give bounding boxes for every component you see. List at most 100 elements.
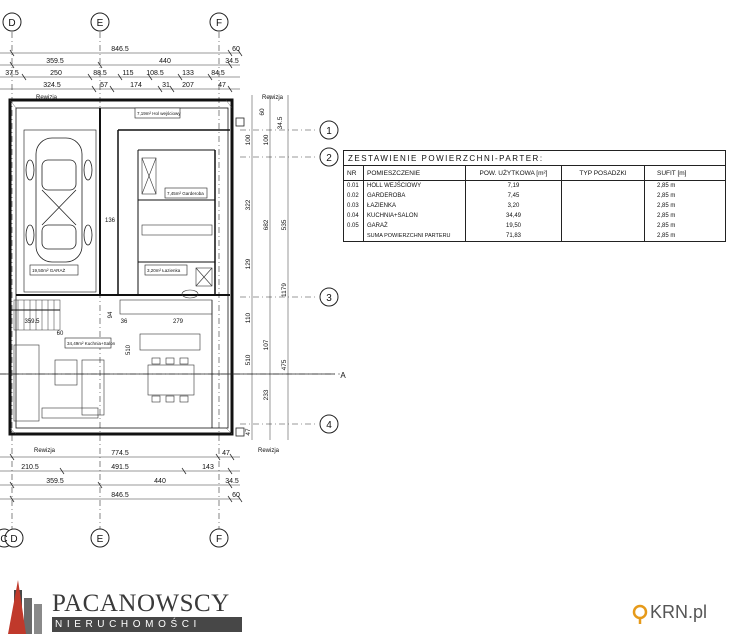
car-symbol bbox=[25, 137, 93, 263]
cell-area: 7,45 bbox=[466, 191, 562, 201]
dim-bottom-34: 34.5 bbox=[225, 478, 239, 485]
cell-ceiling: 2,85 m bbox=[657, 183, 676, 189]
table-row: 0.01 HOLL WEJŚCIOWY 7,19 2,85 m bbox=[344, 181, 725, 191]
krn-logo-icon bbox=[632, 604, 648, 624]
rewizja-label-bottom: Rewizja bbox=[34, 448, 56, 454]
cell-room: ŁAZIENKA bbox=[364, 201, 466, 211]
dim-right-110: 110 bbox=[245, 312, 252, 323]
column-markers-top bbox=[2, 12, 229, 32]
dim-right-34: 34.5 bbox=[277, 116, 284, 129]
cell-area: 3,20 bbox=[466, 201, 562, 211]
dim-bottom-846: 846.5 bbox=[111, 492, 129, 499]
cell-nr: 0.04 bbox=[344, 211, 364, 221]
cell-floor bbox=[562, 221, 645, 231]
dim-top-250: 250 bbox=[50, 70, 62, 77]
table-sum-row: SUMA POWIERZCHNI PARTERU 71,83 2,85 m bbox=[344, 231, 725, 241]
dim-top-60: 60 bbox=[232, 46, 240, 53]
grid-axes bbox=[0, 32, 340, 530]
kitchen-furniture bbox=[13, 299, 213, 422]
room-label-hall: 7,19m² Hol wejściowy bbox=[137, 111, 181, 116]
room-label-boxes bbox=[29, 107, 208, 349]
cell-floor bbox=[562, 201, 645, 211]
dim-right-682: 682 bbox=[263, 219, 270, 230]
row-label-3: 3 bbox=[326, 293, 332, 304]
col-label-d-top: D bbox=[8, 18, 15, 29]
room-label-garage: 19,50m² GARAŻ bbox=[32, 267, 66, 273]
cell-floor bbox=[562, 181, 645, 191]
cell-area: 34,49 bbox=[466, 211, 562, 221]
top-dimension-lines bbox=[0, 52, 240, 500]
table-row: 0.04 KUCHNIA+SALON 34,49 2,85 m bbox=[344, 211, 725, 221]
dim-top-359: 359.5 bbox=[46, 58, 64, 65]
header-nr: NR bbox=[344, 166, 364, 180]
dim-top-34: 34.5 bbox=[225, 58, 239, 65]
cell-room: HOLL WEJŚCIOWY bbox=[364, 181, 466, 191]
dim-top-31: 31 bbox=[162, 82, 170, 89]
table-body: 0.01 HOLL WEJŚCIOWY 7,19 2,85 m 0.02 GAR… bbox=[344, 181, 725, 241]
table-header-row: NR POMIESZCZENIE POW. UŻYTKOWA [m²] TYP … bbox=[344, 166, 725, 181]
rewizja-label-top-left: Rewizja bbox=[36, 95, 58, 101]
dim-left-359: 359.5 bbox=[24, 319, 40, 325]
col-label-c-bottom: C bbox=[0, 534, 7, 545]
header-floor: TYP POSADZKI bbox=[562, 166, 645, 180]
dim-top-207: 207 bbox=[182, 82, 194, 89]
col-label-e-top: E bbox=[97, 18, 104, 29]
dim-top-37: 37.5 bbox=[5, 70, 19, 77]
cell-ceiling: 2,85 m bbox=[657, 193, 676, 199]
sum-value: 71,83 bbox=[466, 231, 562, 241]
dim-bottom-440: 440 bbox=[154, 478, 166, 485]
dim-top-88: 88.5 bbox=[93, 70, 107, 77]
cell-nr: 0.01 bbox=[344, 181, 364, 191]
cell-nr: 0.03 bbox=[344, 201, 364, 211]
dim-top-57: 57 bbox=[100, 82, 108, 89]
dim-top-84: 84.5 bbox=[211, 70, 225, 77]
bathroom-fixtures bbox=[141, 157, 213, 299]
cell-floor bbox=[562, 211, 645, 221]
dim-small-36: 36 bbox=[121, 319, 128, 325]
section-marker-a: A bbox=[340, 371, 346, 380]
dim-top-47: 47 bbox=[218, 82, 226, 89]
building-walls bbox=[8, 98, 234, 436]
room-label-wardrobe: 7,45m² Garderoba bbox=[167, 191, 204, 196]
cell-floor bbox=[562, 191, 645, 201]
dim-right-233: 233 bbox=[263, 389, 270, 400]
col-label-d-bottom: D bbox=[10, 534, 17, 545]
dim-left-60: 60 bbox=[57, 331, 64, 337]
dim-right-47: 47 bbox=[245, 428, 252, 436]
cell-nr-empty bbox=[344, 231, 364, 241]
dim-right-100: 100 bbox=[245, 134, 252, 145]
dim-top-133: 133 bbox=[182, 70, 194, 77]
table-row: 0.05 GARAŻ 19,50 2,85 m bbox=[344, 221, 725, 231]
row-label-4: 4 bbox=[326, 420, 332, 431]
dim-top-174: 174 bbox=[130, 82, 142, 89]
table-row: 0.02 GARDEROBA 7,45 2,85 m bbox=[344, 191, 725, 201]
room-label-bathroom: 3,20m² Łazienka bbox=[147, 268, 181, 273]
dim-top-324: 324.5 bbox=[43, 82, 61, 89]
stairs bbox=[13, 299, 61, 331]
rewizja-boxes bbox=[235, 117, 245, 437]
col-label-e-bottom: E bbox=[97, 534, 104, 545]
cell-ceiling: 2,85 m bbox=[657, 223, 676, 229]
right-dimension-lines bbox=[251, 95, 289, 440]
table-title: ZESTAWIENIE POWIERZCHNI-PARTER: bbox=[344, 151, 725, 166]
dim-bottom-210: 210.5 bbox=[21, 464, 39, 471]
cell-ceiling: 2,85 m bbox=[657, 203, 676, 209]
dim-right-60: 60 bbox=[259, 108, 266, 116]
sum-label: SUMA POWIERZCHNI PARTERU bbox=[364, 231, 466, 241]
rewizja-label-bottom-right: Rewizja bbox=[258, 448, 280, 454]
dim-right-100b: 100 bbox=[263, 134, 270, 145]
dim-right-322: 322 bbox=[245, 199, 252, 210]
dim-top-846: 846.5 bbox=[111, 46, 129, 53]
dim-right-475: 475 bbox=[281, 359, 288, 370]
area-summary-table: ZESTAWIENIE POWIERZCHNI-PARTER: NR POMIE… bbox=[343, 150, 726, 242]
logo-mark bbox=[8, 580, 42, 634]
cell-area: 7,19 bbox=[466, 181, 562, 191]
col-label-f-top: F bbox=[216, 18, 222, 29]
wall-hatch bbox=[9, 99, 233, 435]
dim-top-115: 115 bbox=[122, 70, 133, 77]
cell-room: KUCHNIA+SALON bbox=[364, 211, 466, 221]
rewizja-label-top-right: Rewizja bbox=[262, 95, 284, 101]
row-label-1: 1 bbox=[326, 126, 332, 137]
cell-ceiling: 2,85 m bbox=[657, 213, 676, 219]
dim-bottom-774: 774.5 bbox=[111, 450, 129, 457]
